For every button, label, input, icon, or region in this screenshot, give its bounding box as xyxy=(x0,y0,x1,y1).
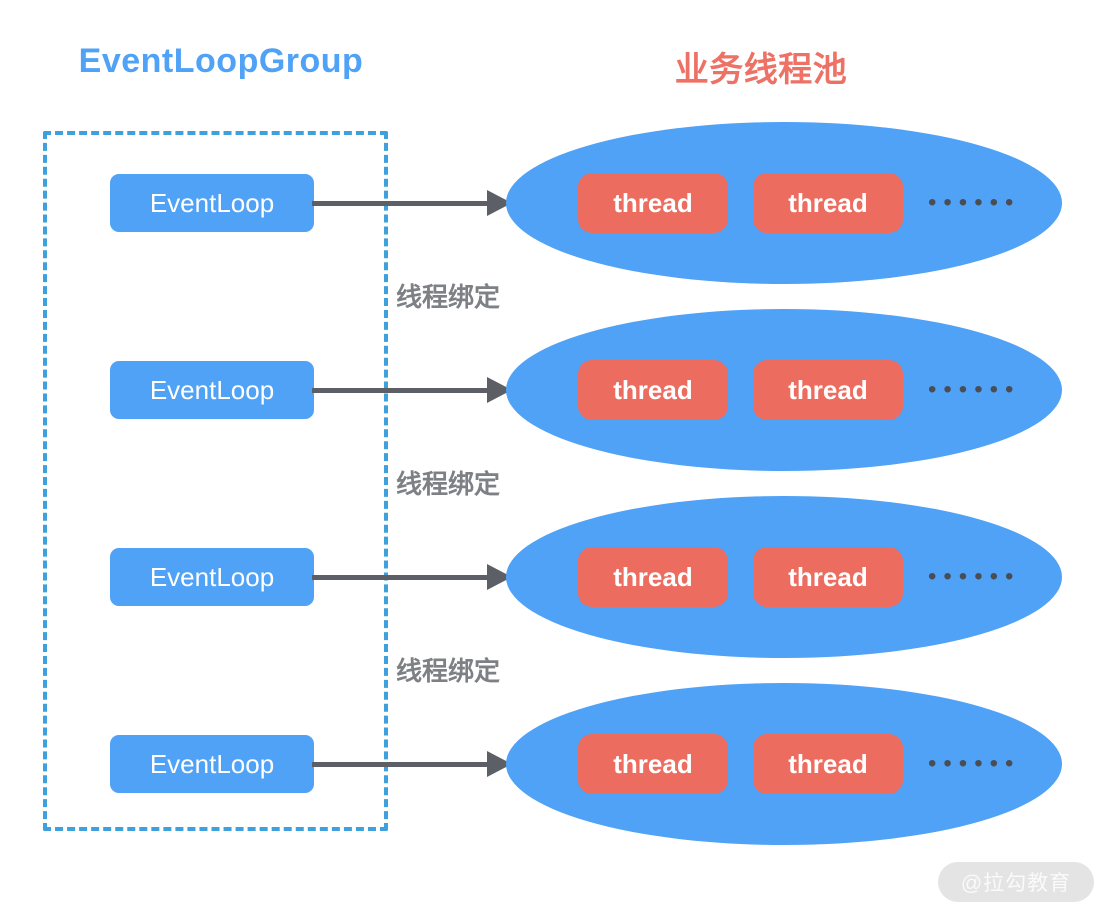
more-threads-dots: •••••• xyxy=(928,376,1021,403)
diagram-row: EventLoop thread thread •••••• xyxy=(0,122,1109,284)
more-threads-dots: •••••• xyxy=(928,563,1021,590)
thread-box: thread xyxy=(578,547,728,607)
eventloop-label: EventLoop xyxy=(149,748,275,779)
eventloop-label: EventLoop xyxy=(149,374,275,405)
thread-label: thread xyxy=(788,561,868,592)
thread-box: thread xyxy=(753,734,903,794)
binding-arrow xyxy=(312,564,512,590)
thread-label: thread xyxy=(788,748,868,779)
eventloop-label: EventLoop xyxy=(149,561,275,592)
thread-box: thread xyxy=(578,360,728,420)
thread-binding-label: 线程绑定 xyxy=(396,469,501,499)
lagou-education-watermark: @拉勾教育 xyxy=(938,862,1094,902)
more-threads-dots: •••••• xyxy=(928,750,1021,777)
business-thread-pool-title: 业务线程池 xyxy=(674,51,848,89)
eventloop-box: EventLoop xyxy=(110,174,314,232)
thread-label: thread xyxy=(613,748,693,779)
thread-box: thread xyxy=(578,734,728,794)
eventloop-box: EventLoop xyxy=(110,548,314,606)
eventloop-label: EventLoop xyxy=(149,187,275,218)
binding-arrow xyxy=(312,751,512,777)
thread-binding-label: 线程绑定 xyxy=(396,282,501,312)
thread-label: thread xyxy=(613,374,693,405)
diagram-row: EventLoop thread thread •••••• xyxy=(0,309,1109,471)
eventloopgroup-dashed-border xyxy=(43,131,388,831)
thread-label: thread xyxy=(613,561,693,592)
thread-box: thread xyxy=(753,173,903,233)
thread-pool-ellipse: thread thread •••••• xyxy=(506,122,1062,284)
thread-box: thread xyxy=(578,173,728,233)
arrow-line xyxy=(312,200,488,206)
more-threads-dots: •••••• xyxy=(928,189,1021,216)
binding-arrow xyxy=(312,377,512,403)
thread-pool-ellipse: thread thread •••••• xyxy=(506,683,1062,845)
thread-label: thread xyxy=(613,187,693,218)
arrow-line xyxy=(312,387,488,393)
watermark-text: @拉勾教育 xyxy=(960,872,1072,895)
thread-box: thread xyxy=(753,547,903,607)
eventloop-box: EventLoop xyxy=(110,361,314,419)
binding-arrow xyxy=(312,190,512,216)
thread-pool-ellipse: thread thread •••••• xyxy=(506,496,1062,658)
diagram-row: EventLoop thread thread •••••• xyxy=(0,496,1109,658)
arrow-line xyxy=(312,574,488,580)
arrow-line xyxy=(312,761,488,767)
thread-binding-label: 线程绑定 xyxy=(396,656,501,686)
thread-box: thread xyxy=(753,360,903,420)
thread-label: thread xyxy=(788,187,868,218)
diagram-row: EventLoop thread thread •••••• xyxy=(0,683,1109,845)
thread-label: thread xyxy=(788,374,868,405)
thread-pool-ellipse: thread thread •••••• xyxy=(506,309,1062,471)
eventloopgroup-title: EventLoopGroup xyxy=(78,42,364,80)
eventloop-box: EventLoop xyxy=(110,735,314,793)
